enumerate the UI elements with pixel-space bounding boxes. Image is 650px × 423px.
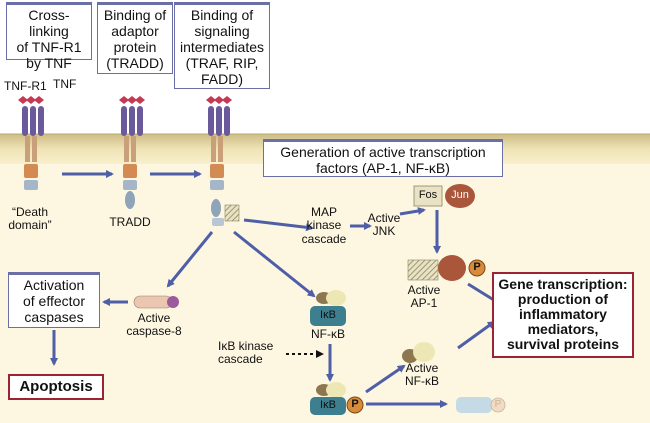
ikb-kinase-label: IκB kinase cascade xyxy=(218,339,274,367)
tnf-label: TNF xyxy=(53,77,77,91)
phospho-complex xyxy=(310,382,364,415)
tnf-r1-label: TNF-R1 xyxy=(4,79,47,93)
receptor-1 xyxy=(18,96,44,190)
active-ap1-label: Active AP-1 xyxy=(407,283,441,311)
step-box-3: Binding of signaling intermediates (TRAF… xyxy=(174,2,270,89)
active-caspase8-label: Active caspase-8 xyxy=(126,311,182,339)
fos-label: Fos xyxy=(418,189,438,201)
jun-label: Jun xyxy=(451,189,469,201)
active-nfkb-protein-2 xyxy=(413,342,435,362)
transcription-factors-box: Generation of active transcription facto… xyxy=(263,139,503,177)
receptor-2 xyxy=(119,96,145,209)
step-box-1: Cross-linking of TNF-R1 by TNF xyxy=(6,2,92,71)
death-domain-label: “Death domain” xyxy=(8,205,52,233)
ikb-phospho-label: IκB xyxy=(320,399,336,411)
ikb-label: IκB xyxy=(320,309,336,321)
receptor-3 xyxy=(206,96,240,226)
step-box-2: Binding of adaptor protein (TRADD) xyxy=(97,2,173,74)
ap1-phosphate xyxy=(468,259,486,277)
effector-caspases-box: Activation of effector caspases xyxy=(8,272,100,328)
ap1-fos xyxy=(407,259,439,281)
map-kinase-label: MAP kinase cascade xyxy=(301,205,347,246)
apoptosis-box: Apoptosis xyxy=(8,374,104,400)
gene-transcription-box: Gene transcription: production of inflam… xyxy=(492,272,634,358)
ap1-jun xyxy=(438,255,466,281)
tradd-label: TRADD xyxy=(109,215,151,229)
caspase-8 xyxy=(133,295,173,309)
nfkb-label: NF-κB xyxy=(311,327,345,341)
degraded-p-label: P xyxy=(494,399,502,410)
ikb-nfkb-complex xyxy=(310,290,346,326)
active-jnk-label: Active JNK xyxy=(367,211,401,239)
ap1-phosphate-label: P xyxy=(473,261,481,273)
jun-protein xyxy=(445,184,475,208)
fos-protein xyxy=(413,185,443,207)
phospho-p-label: P xyxy=(351,398,359,410)
degraded-ikb xyxy=(456,397,492,413)
active-nfkb-label: Active NF-κB xyxy=(405,361,439,389)
